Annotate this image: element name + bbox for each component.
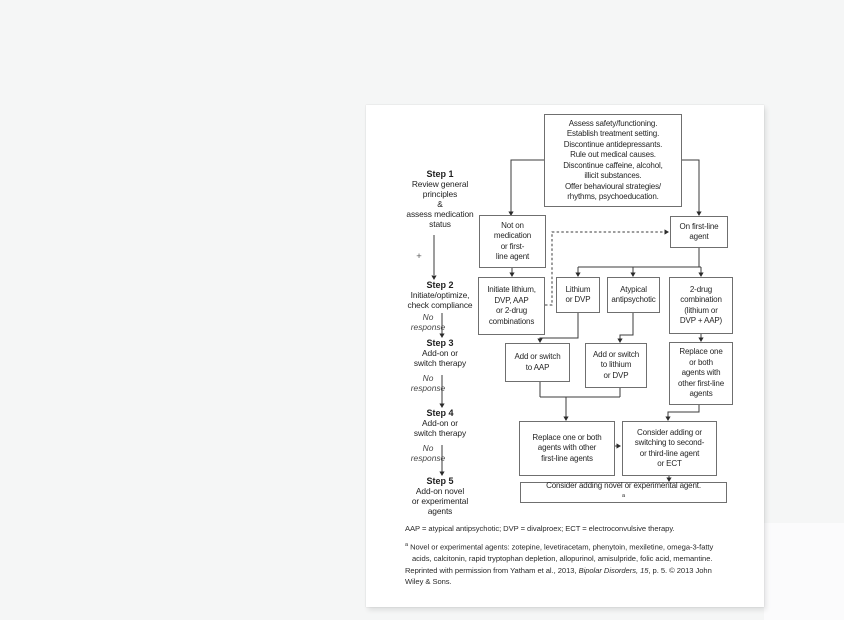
step-body: Review general principles & assess medic… [406, 179, 474, 229]
step-body: Add-on or switch therapy [413, 348, 467, 368]
flow-box-consider-second-third: Consider adding or switching to second- … [622, 421, 717, 476]
flow-box-replace-wide: Replace one or both agents with other fi… [519, 421, 615, 476]
flow-box-text: Initiate lithium, DVP, AAP or 2-drug com… [487, 285, 536, 326]
step-3-label: Step 3 Add-on or switch therapy [376, 338, 504, 368]
footnote-abbreviations: AAP = atypical antipsychotic; DVP = diva… [405, 524, 675, 533]
step-4-label: Step 4 Add-on or switch therapy [376, 408, 504, 438]
flow-box-assess: Assess safety/functioning. Establish tre… [544, 114, 682, 207]
background-sheet-corner [764, 523, 844, 620]
flow-box-text: Consider adding or switching to second- … [634, 427, 705, 469]
step-body: Add-on or switch therapy [413, 418, 467, 438]
flow-box-add-switch-lithium: Add or switch to lithium or DVP [585, 343, 647, 388]
step-title: Step 5 [426, 476, 454, 486]
footnote-marker: a [622, 493, 625, 500]
journal-title: Bipolar Disorders, 15 [578, 566, 649, 575]
flow-box-text: Add or switch to AAP [514, 352, 561, 372]
flow-box-text: Consider adding novel or experimental ag… [546, 480, 701, 500]
flow-box-text: Atypical antipsychotic [611, 284, 656, 305]
flow-box-lithium-or-dvp: Lithium or DVP [556, 277, 600, 313]
step-title: Step 4 [426, 408, 454, 418]
flow-box-on-first-line: On first-line agent [670, 216, 728, 248]
step-2-label: Step 2 Initiate/optimize, check complian… [376, 280, 504, 310]
flow-box-text: Lithium or DVP [565, 284, 591, 305]
flow-box-text: Add or switch to lithium or DVP [592, 349, 640, 380]
flow-box-not-on-medication: Not on medication or first- line agent [479, 215, 546, 268]
footnote-reprint-credit: Reprinted with permission from Yatham et… [405, 566, 712, 586]
flow-box-add-switch-aap: Add or switch to AAP [505, 343, 570, 382]
no-response-label: No response [410, 443, 446, 463]
flow-connectors [431, 159, 704, 482]
plus-label: + [416, 251, 422, 262]
flow-box-text: Replace one or both agents with other fi… [677, 347, 725, 399]
flow-box-text: Assess safety/functioning. Establish tre… [563, 118, 663, 202]
flow-box-text: Not on medication or first- line agent [493, 220, 532, 262]
no-response-label: No response [410, 373, 446, 393]
step-1-label: Step 1 Review general principles & asses… [376, 169, 504, 229]
flow-box-atypical-antipsychotic: Atypical antipsychotic [607, 277, 660, 313]
flow-box-two-drug-combination: 2-drug combination (lithium or DVP + AAP… [669, 277, 733, 334]
flow-box-initiate: Initiate lithium, DVP, AAP or 2-drug com… [478, 277, 545, 335]
step-5-label: Step 5 Add-on novel or experimental agen… [376, 476, 504, 516]
flow-box-text: 2-drug combination (lithium or DVP + AAP… [679, 284, 723, 326]
flow-box-replace-one-or-both: Replace one or both agents with other fi… [669, 342, 733, 405]
footnote-novel-agents: a Novel or experimental agents: zotepine… [405, 542, 714, 563]
step-title: Step 2 [426, 280, 454, 290]
step-title: Step 1 [426, 169, 454, 179]
step-title: Step 3 [426, 338, 454, 348]
step-body: Initiate/optimize, check compliance [407, 290, 473, 310]
footnote-marker: a [405, 542, 409, 548]
no-response-label: No response [410, 312, 446, 332]
flow-box-text: Replace one or both agents with other fi… [532, 432, 602, 463]
document-page: Step 1 Review general principles & asses… [366, 105, 764, 607]
flow-box-consider-novel: Consider adding novel or experimental ag… [520, 480, 727, 503]
step-body: Add-on novel or experimental agents [411, 486, 469, 516]
flow-box-text: On first-line agent [679, 221, 719, 242]
